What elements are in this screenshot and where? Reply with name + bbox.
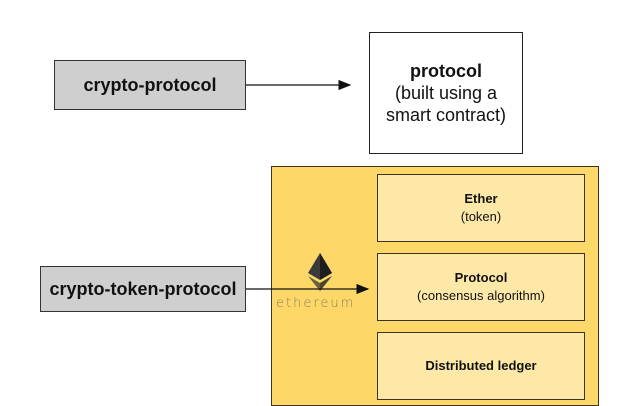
stack-item-subtitle: (token) [460,209,502,224]
protocol-line2: smart contract) [385,105,507,125]
stack-item-ledger: Distributed ledger [377,332,585,400]
ethereum-wordmark: ethereum [276,296,356,311]
stack-item-ether: Ether (token) [377,174,585,242]
crypto-token-protocol-box: crypto-token-protocol [40,266,246,312]
ethereum-diamond-icon [308,253,332,291]
crypto-token-protocol-label: crypto-token-protocol [49,278,237,299]
stack-item-title: Distributed ledger [425,358,537,373]
protocol-title: protocol [410,61,482,81]
stack-item-protocol: Protocol (consensus algorithm) [377,253,585,321]
stack-item-title: Protocol [454,270,508,285]
stack-item-title: Ether [464,191,498,206]
stack-item-subtitle: (consensus algorithm) [417,288,545,303]
protocol-line1: (built using a [394,83,498,103]
crypto-protocol-label: crypto-protocol [83,74,217,95]
protocol-box: protocol (built using a smart contract) [369,32,523,154]
crypto-protocol-box: crypto-protocol [54,60,246,110]
